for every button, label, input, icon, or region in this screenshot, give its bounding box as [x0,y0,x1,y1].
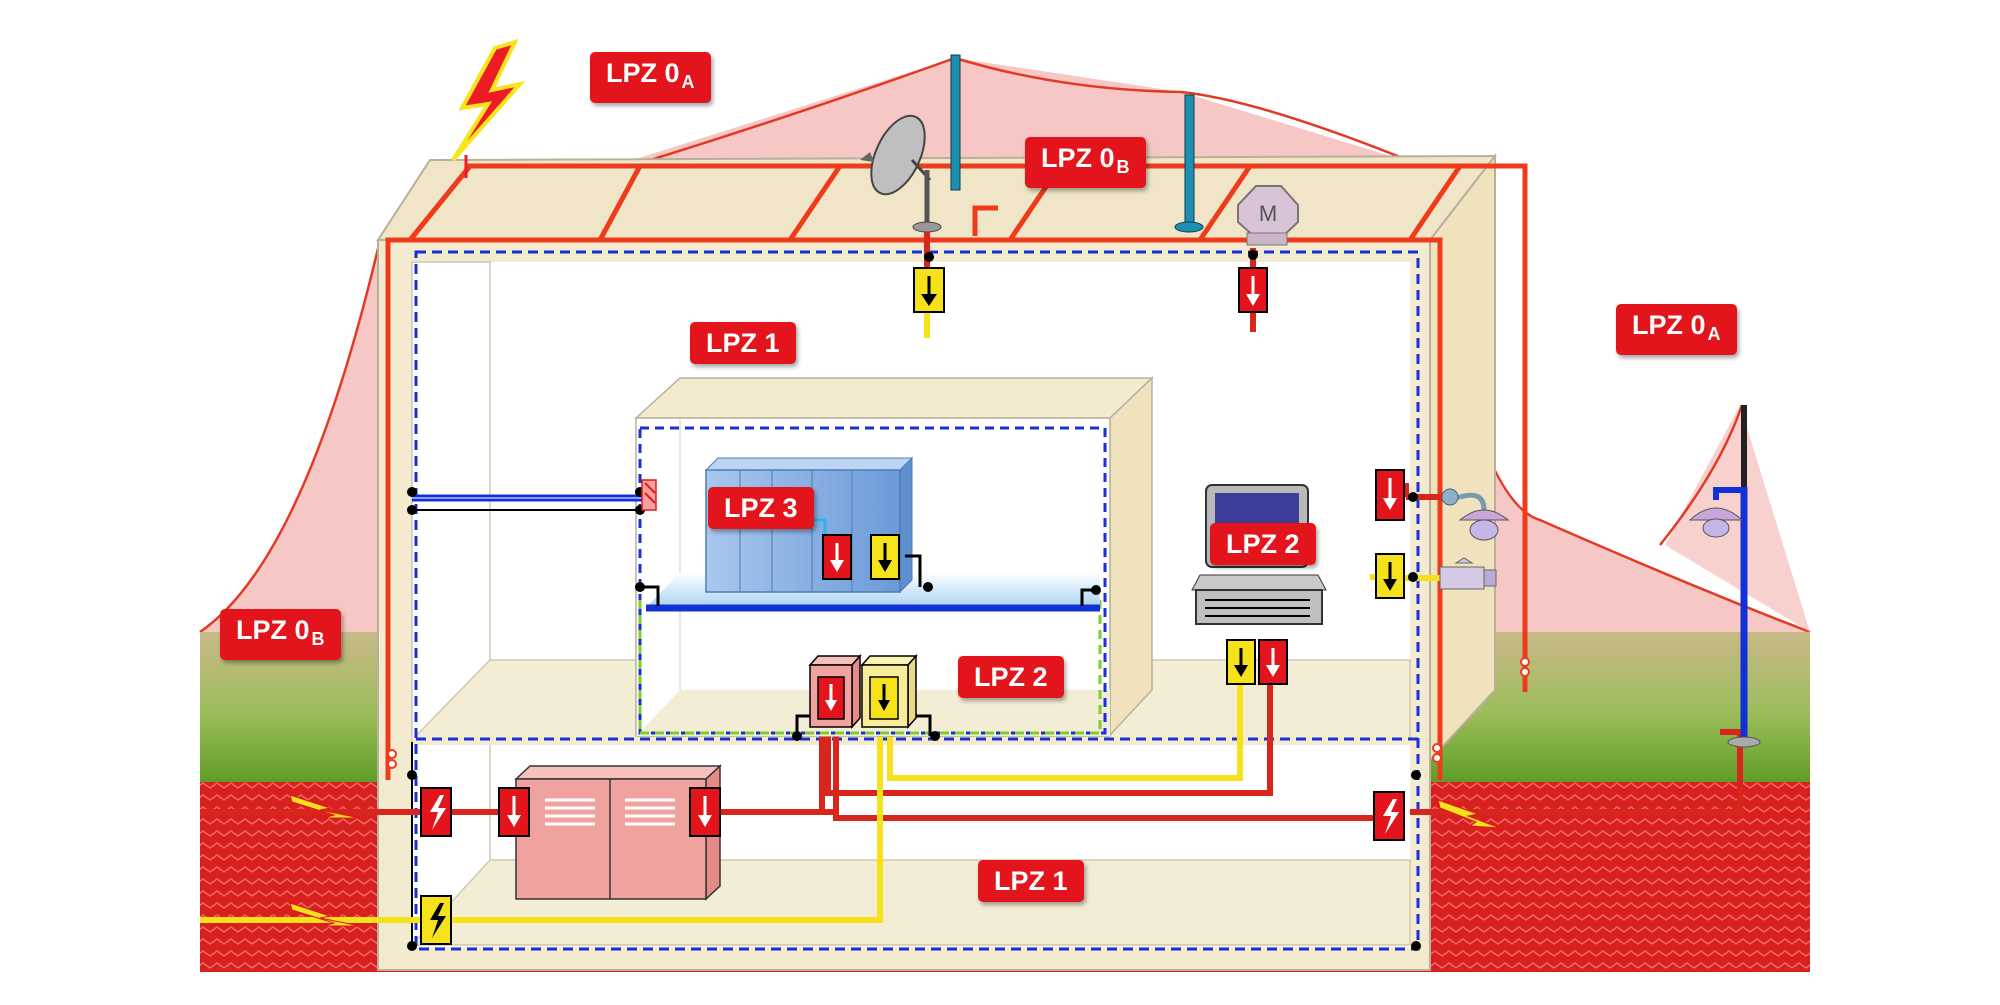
lpz1-boundary [414,250,1420,951]
spd-enclosure-red [792,654,862,741]
earthing-points [387,657,1530,951]
label-text: LPZ 0 [1632,310,1706,340]
bonding-conductor [407,479,657,515]
motor-letter: M [1259,201,1277,226]
ground-lightning-icons [289,794,1501,927]
label-text: LPZ 0 [236,615,310,645]
label-lpz2-computer: LPZ 2 [1210,523,1316,565]
spd-antenna [913,252,945,313]
label-subscript: A [681,72,695,92]
spd-lightning-left-yellow [420,895,452,945]
security-camera [1439,557,1497,590]
spd-lightning-right-red [1373,791,1405,841]
spd-cabinet-red [822,534,852,580]
roof-motor: M [1237,185,1299,246]
spd-enclosure-yellow [860,654,940,741]
spd-switchgear-right [689,787,721,837]
label-lpz1-lower: LPZ 1 [978,860,1084,902]
spd-lightning-left-red [420,787,452,837]
label-subscript: A [1707,324,1721,344]
spd-motor [1238,250,1268,313]
spd-devices [420,250,1418,945]
label-lpz3: LPZ 3 [708,487,814,529]
spd-switchgear-left [498,787,530,837]
lightning-bolt-icon [451,38,526,178]
spd-wall-lamp [1375,469,1418,521]
switchgear [514,764,722,901]
spd-cabinet-yellow [870,534,900,580]
street-lamp [1659,404,1810,748]
label-lpz2-center: LPZ 2 [958,656,1064,698]
spd-computer-yellow [1226,639,1256,685]
spd-wall-camera [1375,553,1418,599]
label-subscript: B [1116,157,1130,177]
wall-lamp [1441,488,1510,541]
label-subscript: B [311,629,325,649]
antenna-mast [950,54,1204,233]
label-lpz1-upper: LPZ 1 [690,322,796,364]
label-text: LPZ 0 [606,58,680,88]
satellite-dish [860,114,942,233]
label-text: LPZ 0 [1041,143,1115,173]
spd-computer-red [1258,639,1288,685]
